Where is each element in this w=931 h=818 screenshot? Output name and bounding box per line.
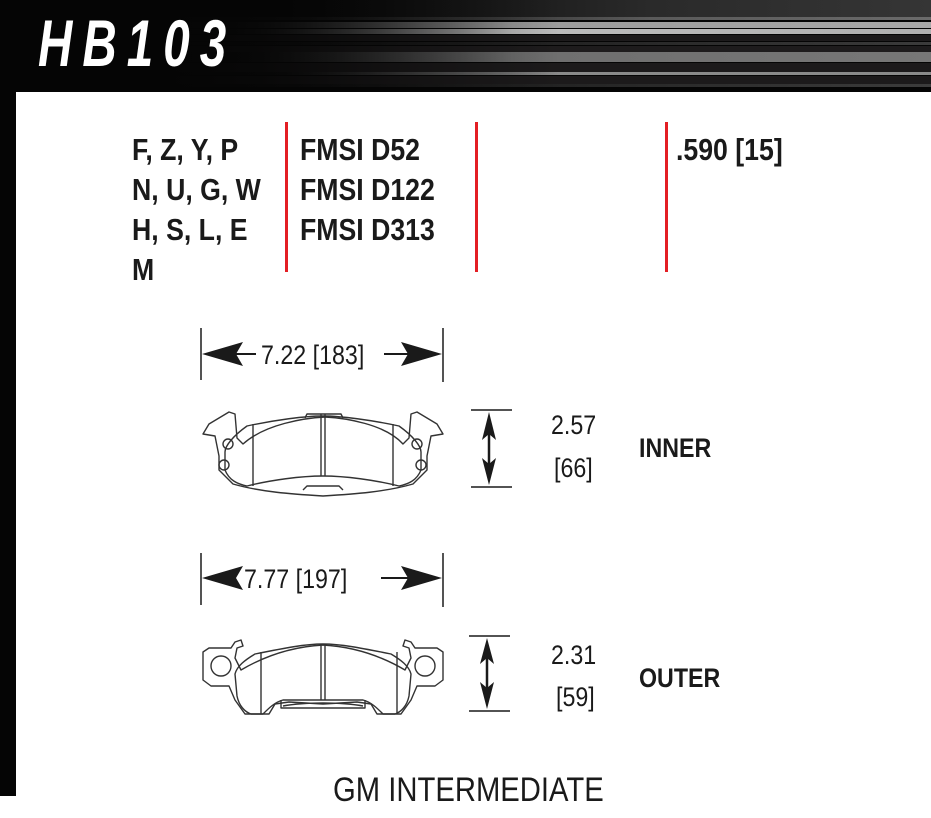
fmsi-number: FMSI D52 xyxy=(300,132,420,167)
header-banner: HB103 xyxy=(0,0,931,92)
outer-height-in: 2.31 xyxy=(551,640,597,670)
column-divider xyxy=(285,122,288,272)
application-title: GM INTERMEDIATE xyxy=(333,771,604,809)
fmsi-number: FMSI D313 xyxy=(300,212,435,247)
inner-pad-drawing xyxy=(202,411,444,497)
inner-height-mm: [66] xyxy=(554,453,593,483)
compound-codes-row: H, S, L, E xyxy=(132,212,248,247)
outer-position-label: OUTER xyxy=(639,663,721,693)
compound-codes-list: F, Z, Y, P N, U, G, W H, S, L, E M xyxy=(132,130,261,290)
compound-codes-row: N, U, G, W xyxy=(132,172,261,207)
column-divider xyxy=(475,122,478,272)
column-divider xyxy=(665,122,668,272)
inner-width-label: 7.22 [183] xyxy=(261,340,365,370)
compound-codes-row: F, Z, Y, P xyxy=(132,132,239,167)
left-frame-bar xyxy=(0,92,16,796)
outer-height-mm: [59] xyxy=(556,682,595,712)
inner-height-in: 2.57 xyxy=(551,410,597,440)
pad-thickness: .590 [15] xyxy=(676,132,783,167)
part-number-title: HB103 xyxy=(38,6,237,80)
inner-position-label: INNER xyxy=(639,433,712,463)
fmsi-list: FMSI D52 FMSI D122 FMSI D313 xyxy=(300,130,435,250)
outer-width-label: 7.77 [197] xyxy=(244,564,348,594)
outer-pad-drawing xyxy=(202,639,444,715)
fmsi-number: FMSI D122 xyxy=(300,172,435,207)
header-fade xyxy=(0,0,931,92)
compound-codes-row: M xyxy=(132,252,155,287)
